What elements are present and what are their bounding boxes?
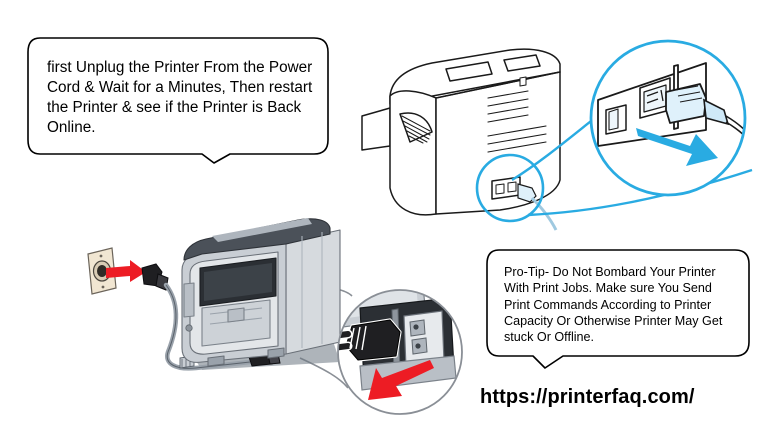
site-url[interactable]: https://printerfaq.com/: [480, 386, 695, 408]
printer-rear-panel: [435, 71, 561, 215]
top-cover-panel: [503, 54, 541, 72]
printer-body: [181, 218, 341, 367]
multifunction-printer-illustration: [87, 218, 341, 371]
laser-printer-rear-illustration: [361, 48, 561, 231]
power-port-magnified-inset: [589, 39, 747, 197]
power-plug: [665, 83, 745, 143]
magnifier-ring-grey: [337, 289, 463, 415]
unplug-arrow-blue: [636, 128, 718, 166]
wall-plug: [141, 263, 169, 291]
pro-tip-callout: [486, 249, 750, 369]
magnifier-ring: [589, 39, 747, 197]
unplug-instruction-callout: [27, 37, 329, 164]
pro-tip-text: Pro-Tip- Do Not Bombard Your Printer Wit…: [504, 265, 723, 345]
power-connector-plug: [338, 318, 402, 362]
unplug-arrow-red-inset: [368, 360, 434, 400]
power-cord-magnified-inset: [337, 289, 463, 415]
unplug-instruction-text: first Unplug the Printer From the Power …: [47, 59, 313, 136]
socket-highlight-circle: [475, 153, 545, 223]
output-slot-panel: [445, 61, 493, 82]
cord-outline: [165, 284, 251, 369]
unplug-arrow-red-outlet: [106, 260, 146, 282]
